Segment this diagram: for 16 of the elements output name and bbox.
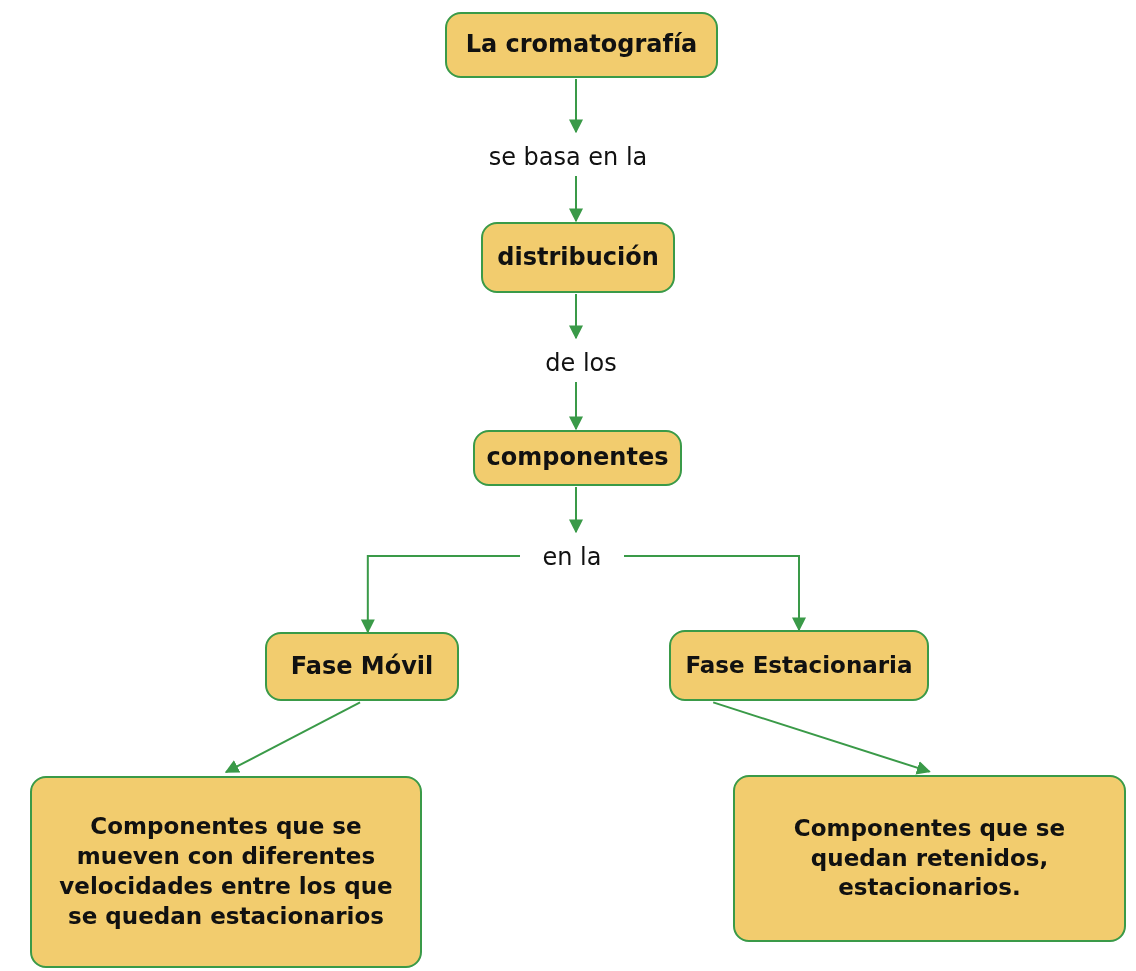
arrow <box>623 555 806 632</box>
arrow <box>569 486 583 534</box>
concept-box: distribución <box>481 222 675 293</box>
concept-box: Fase Estacionaria <box>669 630 929 701</box>
concept-box: Fase Móvil <box>265 632 459 701</box>
arrow <box>569 293 583 340</box>
arrow <box>569 175 583 223</box>
concept-box: Componentes que se mueven con diferentes velocidades entre los que se quedan estacionarios <box>30 776 422 968</box>
arrow <box>569 381 583 431</box>
concept-box: Componentes que se quedan retenidos, estacionarios. <box>733 775 1126 942</box>
concept-box: La cromatografía <box>445 12 718 78</box>
arrow <box>569 78 583 134</box>
arrow <box>224 701 362 774</box>
concept-box: componentes <box>473 430 682 486</box>
arrow <box>360 555 521 634</box>
arrow <box>712 701 931 775</box>
